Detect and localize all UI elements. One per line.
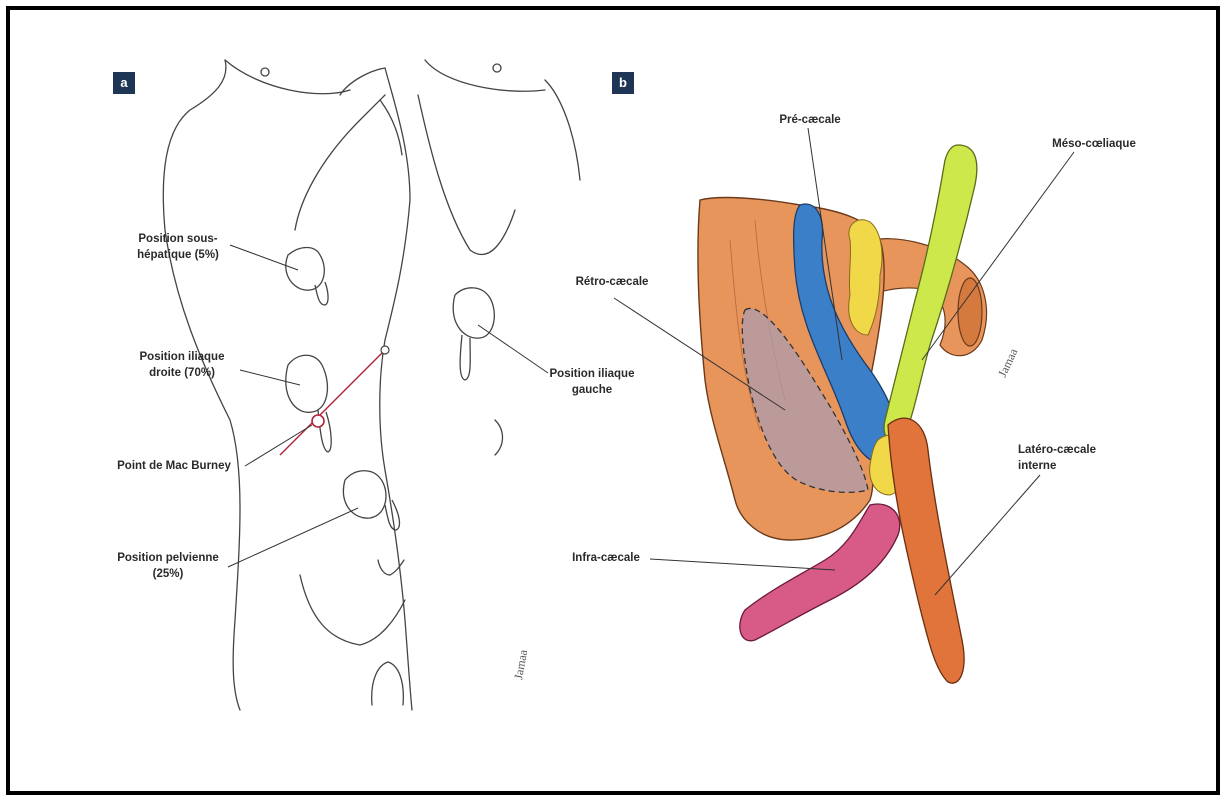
left-body-left-outline xyxy=(163,60,240,710)
label-mac-burney: Point de Mac Burney xyxy=(104,459,244,475)
label-sub-hepatic: Position sous- hépatique (5%) xyxy=(118,232,238,263)
sub-hepatic-caecum xyxy=(286,248,325,291)
colon-opening xyxy=(958,278,982,346)
label-right-iliac: Position iliaque droite (70%) xyxy=(122,350,242,381)
left-thigh-gap xyxy=(372,662,404,705)
label-latero-caecal: Latéro-cæcale interne xyxy=(1018,443,1128,474)
right-body-neckline xyxy=(425,60,545,91)
right-navel-top xyxy=(493,64,501,72)
pelvic-caecum xyxy=(343,471,386,518)
left-body-right-outline xyxy=(340,68,412,710)
right-body-right-outline xyxy=(545,80,580,180)
right-waist-mark xyxy=(495,420,503,455)
label-meso-coeliac: Méso-cœliaque xyxy=(1038,137,1150,153)
left-navel-top xyxy=(261,68,269,76)
panel-a-badge: a xyxy=(113,72,135,94)
left-groin xyxy=(300,575,405,645)
label-pre-caecal: Pré-cæcale xyxy=(760,113,860,129)
left-iliac-caecum xyxy=(453,288,494,338)
body-outlines xyxy=(163,60,580,710)
panel-b-badge: b xyxy=(612,72,634,94)
caecum-illustration xyxy=(698,145,987,683)
label-infra-caecal: Infra-cæcale xyxy=(556,551,656,567)
right-ribcage xyxy=(418,95,515,254)
label-pelvic: Position pelvienne (25%) xyxy=(104,551,232,582)
latero-caecal-appendix xyxy=(888,418,964,683)
mac-burney-point xyxy=(312,415,324,427)
label-retro-caecal: Rétro-cæcale xyxy=(562,275,662,291)
left-body-neckline xyxy=(225,60,350,94)
artist-signature-b: Jamaa xyxy=(995,346,1021,380)
artist-signature-a: Jamaa xyxy=(511,648,530,681)
label-left-iliac: Position iliaque gauche xyxy=(536,367,648,398)
left-ribcage xyxy=(295,95,385,230)
caecum-sketches xyxy=(286,248,495,531)
right-iliac-caecum xyxy=(286,355,328,412)
